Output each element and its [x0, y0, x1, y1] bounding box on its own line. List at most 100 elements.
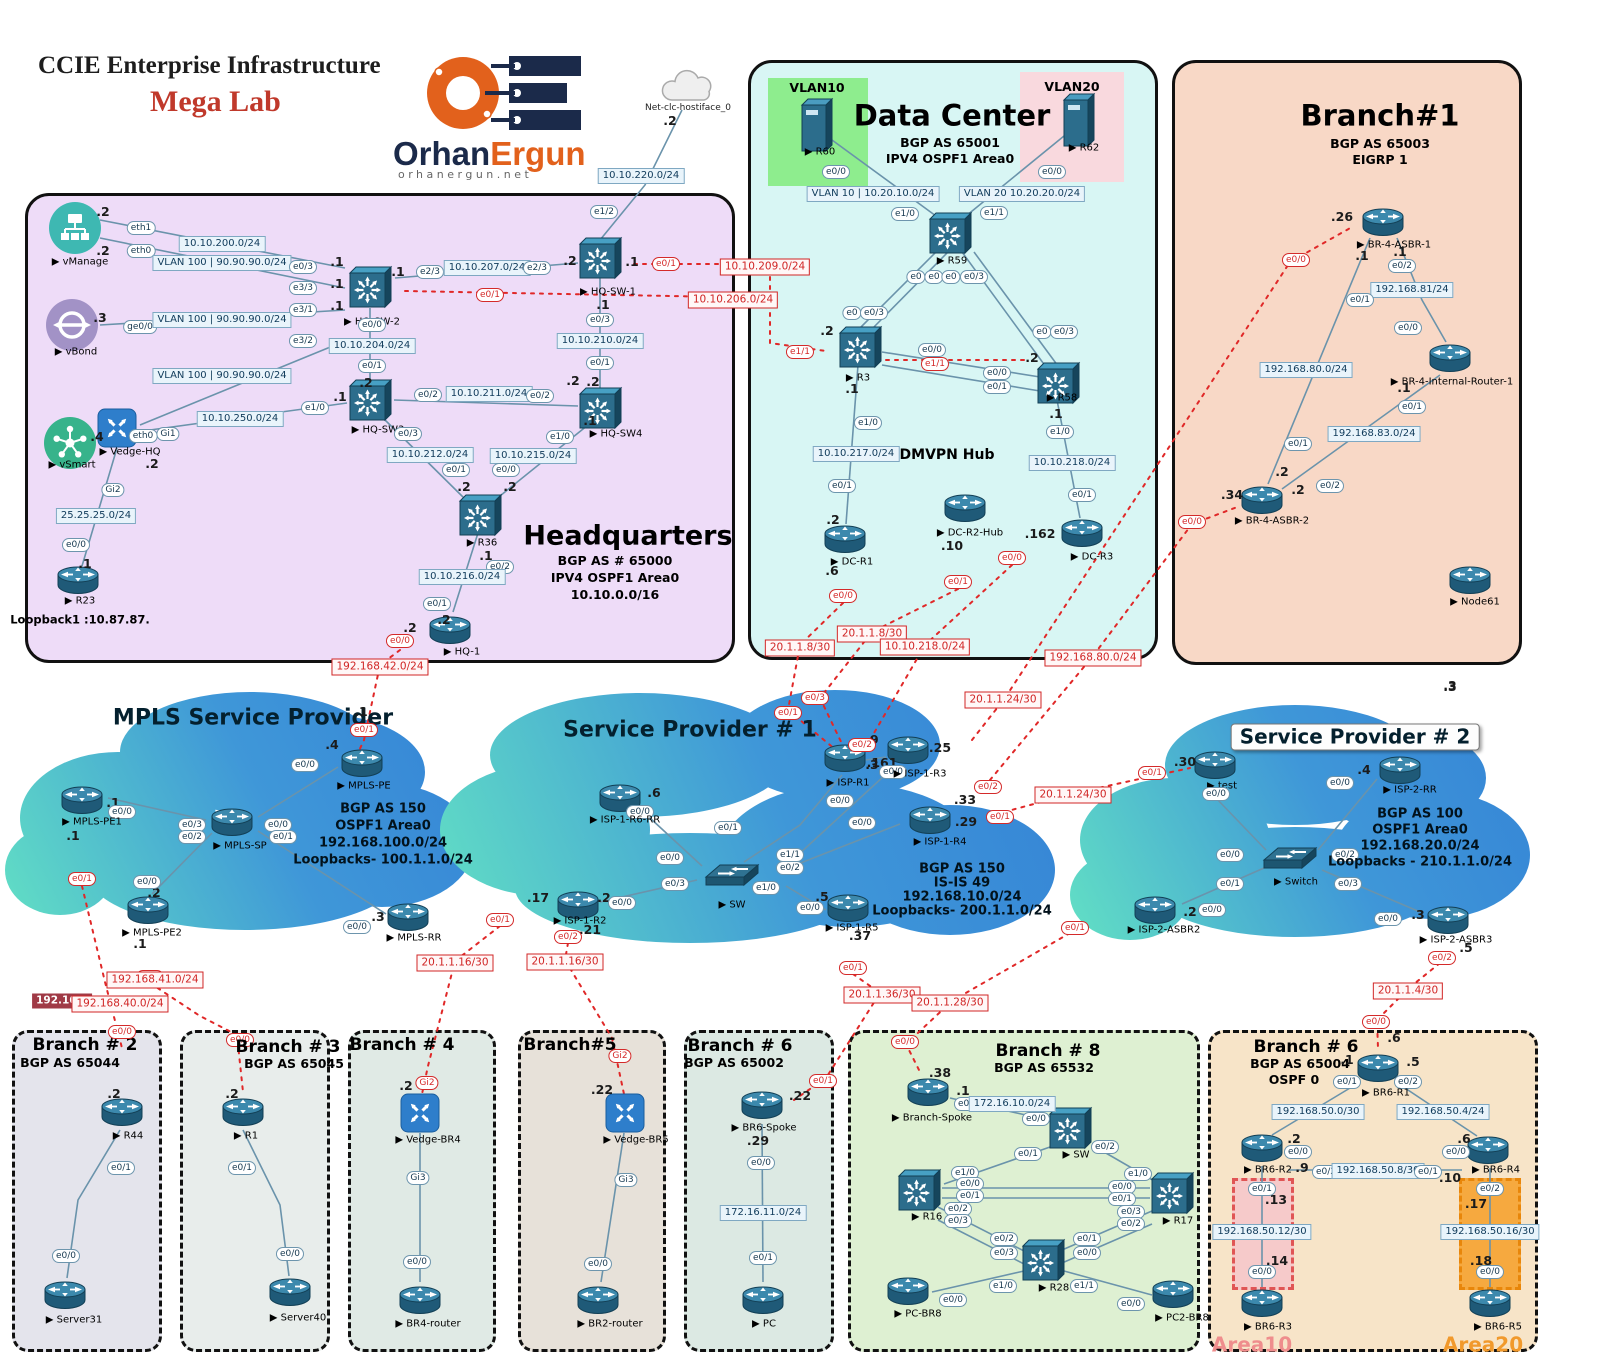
- node-r1[interactable]: [219, 1097, 267, 1127]
- node-br-4-asbr-1[interactable]: [1359, 207, 1407, 237]
- node-r16[interactable]: [896, 1167, 942, 1213]
- node-br-4-asbr-2[interactable]: [1238, 485, 1286, 515]
- pill-label-e1/0: e1/0: [1045, 425, 1075, 439]
- node-hq-1[interactable]: [426, 615, 474, 645]
- pill-label-e0/0: e0/0: [583, 1257, 613, 1271]
- node-dc-r2-hub[interactable]: [941, 493, 989, 523]
- name-label--isp-2-asbr3: ▶ ISP-2-ASBR3: [1419, 934, 1493, 946]
- rpill-label-e0/1: e0/1: [651, 257, 681, 271]
- num-label-.13: .13: [1264, 1191, 1288, 1207]
- pill-label-e0/2: e0/2: [989, 1232, 1019, 1246]
- node-br6-r5[interactable]: [1466, 1288, 1514, 1318]
- node-sp2-switch[interactable]: [1262, 841, 1318, 875]
- pill-label-e0/1: e0/1: [268, 830, 298, 844]
- num-label-.1: .1: [1049, 405, 1063, 421]
- net-label-192.168.50.8/30: 192.168.50.8/30: [1331, 1163, 1425, 1179]
- rpill-label-e1/1: e1/1: [920, 357, 950, 371]
- num-label-.17: .17: [1464, 1195, 1488, 1211]
- node-r59[interactable]: [927, 210, 973, 256]
- node-vedge-br4[interactable]: [399, 1092, 441, 1134]
- node-br4-router[interactable]: [396, 1285, 444, 1315]
- page-subtitle: Mega Lab: [150, 85, 281, 118]
- node-r44[interactable]: [98, 1097, 146, 1127]
- node-br2-router[interactable]: [574, 1285, 622, 1315]
- node-r3[interactable]: [837, 324, 883, 370]
- pill-label-e0: e0: [941, 270, 961, 284]
- node-hq-sw4[interactable]: [577, 385, 623, 431]
- num-label-.6: .6: [825, 562, 839, 578]
- node-isp-2-asbr3[interactable]: [1424, 905, 1472, 935]
- node-br6-r3[interactable]: [1238, 1288, 1286, 1318]
- node-vbond[interactable]: [45, 298, 99, 352]
- num-label-.38: .38: [928, 1064, 952, 1080]
- node-mpls-pe1[interactable]: [58, 785, 106, 815]
- pill-label-e0/0: e0/0: [1116, 1297, 1146, 1311]
- pill-label-e1/0: e1/0: [890, 207, 920, 221]
- node-mpls-rr[interactable]: [384, 902, 432, 932]
- node-vedge-hq[interactable]: [96, 407, 138, 449]
- pill-label-e0/0: e0/0: [847, 816, 877, 830]
- sub-label-bgp-as-65044: BGP AS 65044: [20, 1054, 120, 1070]
- num-label-.17: .17: [526, 889, 550, 905]
- node-br6-spoke[interactable]: [738, 1090, 786, 1120]
- pill-label-e0/3: e0/3: [989, 1246, 1019, 1260]
- node-r62[interactable]: [1058, 91, 1098, 149]
- node-test[interactable]: [1191, 750, 1239, 780]
- node-mpls-sp[interactable]: [208, 807, 256, 837]
- node-br6-r2[interactable]: [1238, 1133, 1286, 1163]
- node-dc-r1[interactable]: [821, 524, 869, 554]
- node-branch-spoke[interactable]: [904, 1077, 952, 1107]
- node-hq-sw-2[interactable]: [347, 264, 393, 310]
- node-br6-r1[interactable]: [1354, 1053, 1402, 1083]
- node-br-4-internal-router-1[interactable]: [1426, 343, 1474, 373]
- node-r17[interactable]: [1149, 1170, 1195, 1216]
- info-label-loopbacks-200.1.1.0/24: Loopbacks- 200.1.1.0/24: [872, 903, 1052, 919]
- net-label-192.168.80.0/24: 192.168.80.0/24: [1259, 362, 1353, 378]
- node-node61[interactable]: [1446, 565, 1494, 595]
- node-dc-r3[interactable]: [1058, 518, 1106, 548]
- rpill-label-e0/3: e0/3: [800, 691, 830, 705]
- num-label-.14: .14: [1265, 1252, 1289, 1268]
- num-label-.29: .29: [954, 813, 978, 829]
- node-br6-r4[interactable]: [1464, 1135, 1512, 1165]
- node-pc-br8[interactable]: [884, 1276, 932, 1306]
- node-vmanage[interactable]: [48, 201, 102, 255]
- info-label-ospf1-area0: OSPF1 Area0: [335, 818, 431, 834]
- node-hq-sw3[interactable]: [347, 377, 393, 423]
- pill-label-e1/0: e1/0: [300, 401, 330, 415]
- node-mpls-pe[interactable]: [338, 748, 386, 778]
- node-isp-1-r4[interactable]: [906, 805, 954, 835]
- pill-label-e0/0: e0/0: [1201, 787, 1231, 801]
- name-label--br2-router: ▶ BR2-router: [577, 1318, 643, 1330]
- node-server40[interactable]: [266, 1277, 314, 1307]
- num-label-.1: .1: [333, 388, 347, 404]
- pill-label-e0/2: e0/2: [1315, 479, 1345, 493]
- node-r23[interactable]: [54, 565, 102, 595]
- name-label--server40: ▶ Server40: [269, 1312, 327, 1324]
- pill-label-e0/0: e0/0: [275, 1247, 305, 1261]
- net-label-vlan-10-10.20.10.0/24: VLAN 10 | 10.20.10.0/24: [806, 186, 940, 202]
- num-label-.2: .2: [399, 1077, 413, 1093]
- orhan-ergun-logo: [425, 52, 585, 138]
- node-net-clc-hostiface-0[interactable]: [656, 64, 720, 108]
- node-r60[interactable]: [796, 96, 836, 154]
- num-label-.5: .5: [1459, 939, 1473, 955]
- name-label--vsmart: ▶ vSmart: [48, 459, 96, 471]
- t-cloud-label-service-provider-#-1: Service Provider # 1: [563, 717, 817, 743]
- name-label--br6-r3: ▶ BR6-R3: [1244, 1321, 1292, 1333]
- node-r28[interactable]: [1020, 1237, 1066, 1283]
- node-r36[interactable]: [457, 492, 503, 538]
- node-isp-1-r5[interactable]: [824, 893, 872, 923]
- t-br-label-branch-#-4: Branch # 4: [349, 1035, 455, 1056]
- num-label-.22: .22: [590, 1081, 614, 1097]
- node-isp-2-asbr2[interactable]: [1131, 895, 1179, 925]
- node-b8-sw[interactable]: [1047, 1105, 1093, 1151]
- node-hq-sw-1[interactable]: [577, 235, 623, 281]
- node-vedge-br5[interactable]: [604, 1092, 646, 1134]
- name-label--br-4-internal-router-1: ▶ BR-4-Internal-Router-1: [1390, 376, 1514, 388]
- name-label--branch-spoke: ▶ Branch-Spoke: [891, 1112, 973, 1124]
- node-server31[interactable]: [41, 1280, 89, 1310]
- node-isp-2-rr[interactable]: [1376, 755, 1424, 785]
- node-pc2-br8[interactable]: [1149, 1279, 1197, 1309]
- node-pc[interactable]: [739, 1285, 787, 1315]
